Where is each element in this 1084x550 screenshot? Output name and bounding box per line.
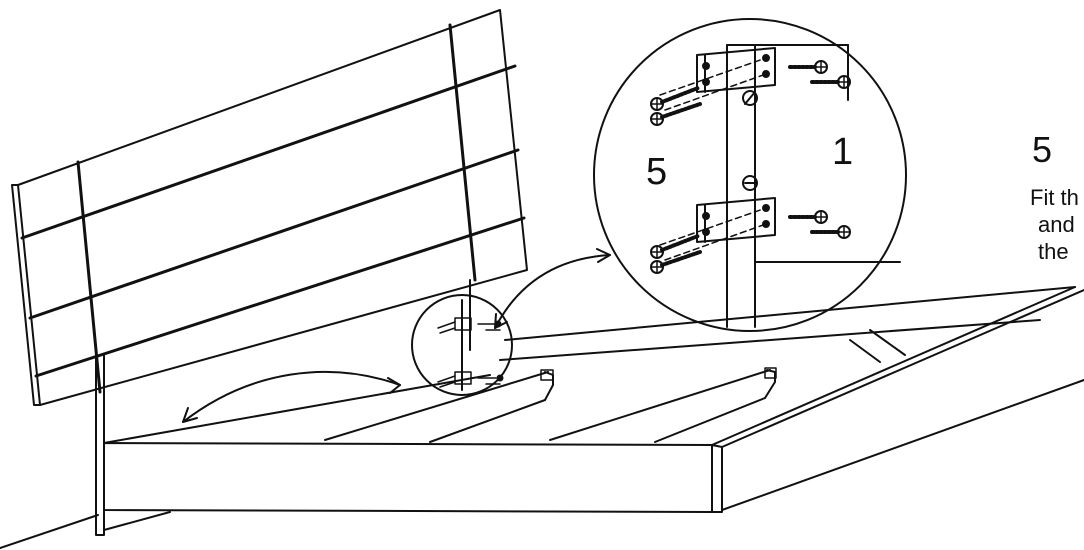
instruction-line-3: the bbox=[1038, 239, 1069, 264]
part-label-1: 1 bbox=[832, 131, 853, 173]
floor-line bbox=[0, 514, 99, 549]
bed-slat-1 bbox=[324, 371, 554, 443]
instruction-line-1: Fit th bbox=[1030, 185, 1079, 210]
curved-arrow-left bbox=[182, 371, 401, 423]
slat-connector bbox=[540, 367, 777, 381]
screw-right-1 bbox=[788, 60, 828, 74]
screw-right-4 bbox=[810, 225, 851, 239]
screw-right-3 bbox=[788, 210, 828, 224]
corner-bracket-lower bbox=[696, 197, 776, 243]
joint-small-circle bbox=[411, 294, 513, 396]
instruction-line-2: and bbox=[1038, 212, 1075, 237]
cam-lock-lower bbox=[742, 175, 758, 191]
bed-slat-2 bbox=[549, 369, 776, 443]
curved-arrow-to-detail bbox=[494, 248, 611, 329]
screw-left-1 bbox=[650, 86, 700, 111]
bed-frame bbox=[103, 286, 1084, 513]
headboard-leg bbox=[95, 354, 171, 536]
detail-magnified-circle bbox=[593, 18, 907, 332]
headboard-panel bbox=[11, 9, 528, 406]
step-number: 5 bbox=[1032, 129, 1053, 170]
cam-lock-upper bbox=[742, 90, 758, 106]
part-label-5: 5 bbox=[646, 151, 667, 193]
screw-left-2 bbox=[650, 102, 702, 126]
screw-right-2 bbox=[810, 75, 851, 89]
screw-left-3 bbox=[650, 234, 700, 259]
screw-left-4 bbox=[650, 250, 702, 274]
